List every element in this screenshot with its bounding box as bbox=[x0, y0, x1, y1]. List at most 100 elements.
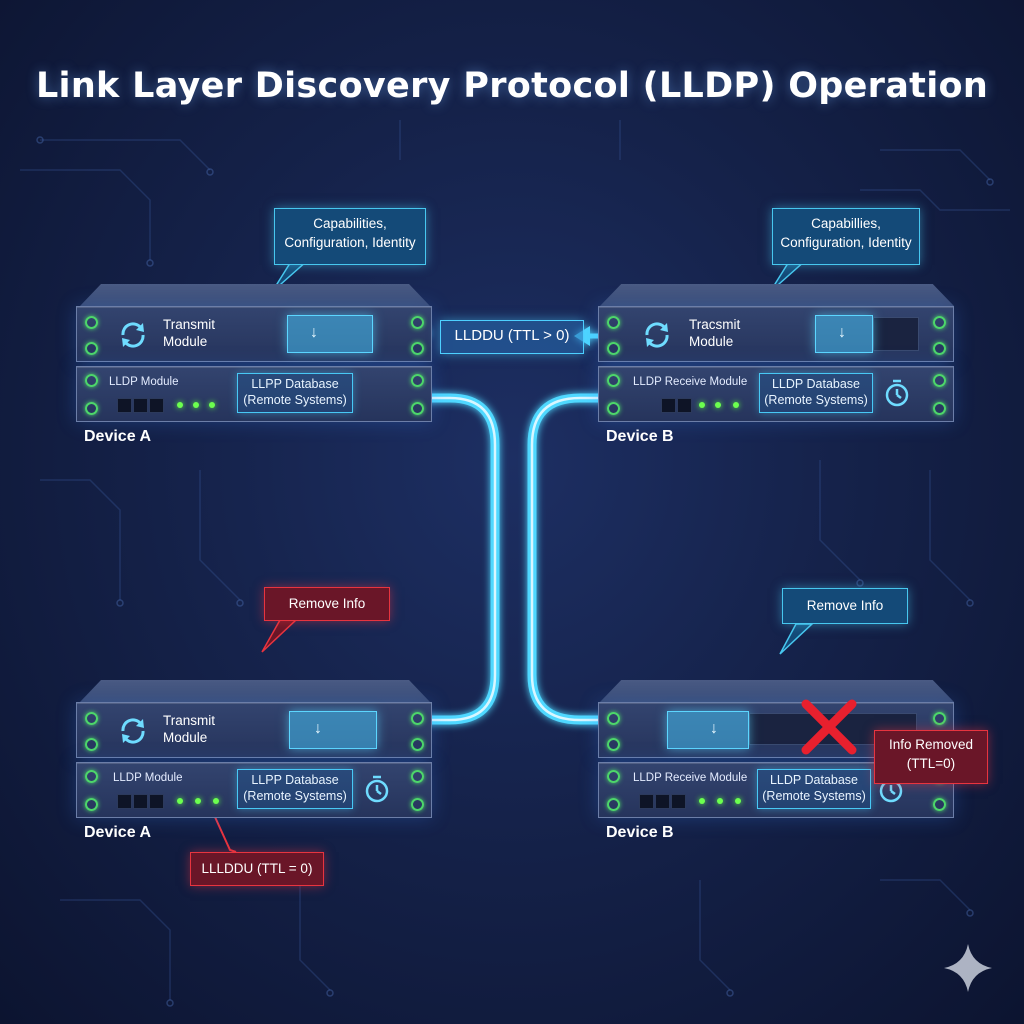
device-a-lldp-module-unit: LLDP Module LLPP Database (Remote System… bbox=[76, 366, 432, 422]
sparkle-icon bbox=[944, 944, 992, 992]
callout-line-1: Capabillies, bbox=[811, 216, 881, 231]
status-led bbox=[607, 712, 620, 725]
db-line: LLDP Database bbox=[771, 377, 861, 391]
lldpdu-packet: ↓ bbox=[289, 711, 377, 749]
port bbox=[655, 794, 670, 809]
link-led bbox=[733, 402, 739, 408]
device-b-bottom-chassis-lid bbox=[600, 680, 954, 702]
port bbox=[117, 794, 132, 809]
port bbox=[149, 794, 164, 809]
cable-right bbox=[527, 393, 653, 725]
cable-left bbox=[365, 393, 500, 725]
circuit-nodes bbox=[36, 136, 994, 1007]
device-b-top-chassis-lid bbox=[600, 284, 954, 306]
link-led bbox=[717, 798, 723, 804]
ttl-zero-callout: LLLDDU (TTL = 0) bbox=[190, 852, 324, 886]
label-line: Module bbox=[689, 334, 734, 349]
capabilities-callout-b: Capabillies, Configuration, Identity bbox=[772, 208, 920, 265]
down-arrow-icon: ↓ bbox=[310, 324, 318, 341]
link-led bbox=[193, 402, 199, 408]
capabilities-callout-a: Capabilities, Configuration, Identity bbox=[274, 208, 426, 265]
remove-info-callout-a: Remove Info bbox=[264, 587, 390, 621]
device-b-receive-module-unit: LLDP Receive Module LLDP Database (Remot… bbox=[598, 366, 954, 422]
db-line: (Remote Systems) bbox=[762, 789, 866, 803]
down-arrow-icon: ↓ bbox=[710, 720, 718, 737]
transmit-module-label: Transmit Module bbox=[163, 712, 215, 746]
status-led bbox=[411, 402, 424, 415]
port bbox=[671, 794, 686, 809]
device-a-top-chassis-lid bbox=[80, 284, 430, 306]
status-led bbox=[933, 402, 946, 415]
status-led bbox=[933, 374, 946, 387]
callout-line-ttl bbox=[209, 805, 237, 853]
lldpdu-packet: ↓ bbox=[815, 315, 873, 353]
lldp-database-box: LLPP Database (Remote Systems) bbox=[237, 373, 353, 413]
lldpdu-packet: ↓ bbox=[667, 711, 749, 749]
db-line: (Remote Systems) bbox=[243, 393, 347, 407]
status-led bbox=[411, 770, 424, 783]
link-led bbox=[177, 798, 183, 804]
label-line: Transmit bbox=[163, 713, 216, 728]
label-line: Module bbox=[163, 730, 208, 745]
timer-icon bbox=[365, 775, 389, 803]
sync-icon bbox=[121, 322, 145, 348]
link-led bbox=[177, 402, 183, 408]
status-led bbox=[607, 316, 620, 329]
status-led bbox=[933, 342, 946, 355]
lldp-module-label: LLDP Module bbox=[113, 772, 183, 784]
port-slot bbox=[873, 317, 919, 351]
sync-icon bbox=[645, 322, 669, 348]
link-led bbox=[735, 798, 741, 804]
circuit-traces bbox=[20, 120, 1010, 1000]
device-a-bottom-chassis-lid bbox=[80, 680, 430, 702]
port bbox=[149, 398, 164, 413]
port bbox=[661, 398, 676, 413]
link-led bbox=[209, 402, 215, 408]
sync-icon bbox=[121, 718, 145, 744]
status-led bbox=[85, 770, 98, 783]
status-led bbox=[607, 342, 620, 355]
db-line: (Remote Systems) bbox=[243, 789, 347, 803]
lldp-receive-module-label: LLDP Receive Module bbox=[633, 772, 748, 784]
cable-inner bbox=[368, 396, 650, 722]
status-led bbox=[85, 316, 98, 329]
link-led bbox=[715, 402, 721, 408]
status-led bbox=[85, 342, 98, 355]
device-a-label: Device A bbox=[84, 428, 151, 445]
device-b-label-bottom: Device B bbox=[606, 824, 674, 841]
status-led bbox=[607, 798, 620, 811]
status-led bbox=[85, 712, 98, 725]
status-led bbox=[933, 712, 946, 725]
status-led bbox=[607, 402, 620, 415]
db-line: (Remote Systems) bbox=[764, 393, 868, 407]
status-led bbox=[85, 738, 98, 751]
port bbox=[677, 398, 692, 413]
transmit-module-label: Transmit Module bbox=[163, 316, 215, 350]
transmit-module-label: Tracsmit Module bbox=[689, 316, 740, 350]
status-led bbox=[85, 798, 98, 811]
status-led bbox=[933, 798, 946, 811]
link-led bbox=[195, 798, 201, 804]
lldp-receive-module-label: LLDP Receive Module bbox=[633, 376, 748, 388]
callout-tail-bl bbox=[261, 619, 298, 653]
link-led bbox=[213, 798, 219, 804]
device-a-label-bottom: Device A bbox=[84, 824, 151, 841]
port bbox=[117, 398, 132, 413]
status-led bbox=[411, 342, 424, 355]
down-arrow-icon: ↓ bbox=[838, 324, 846, 341]
label-line: Module bbox=[163, 334, 208, 349]
link-led bbox=[699, 402, 705, 408]
label-line: Tracsmit bbox=[689, 317, 741, 332]
device-b-label: Device B bbox=[606, 428, 674, 445]
lldp-database-box: LLDP Database (Remote Systems) bbox=[757, 769, 871, 809]
status-led bbox=[411, 316, 424, 329]
status-led bbox=[411, 738, 424, 751]
callout-line-2: Configuration, Identity bbox=[780, 235, 912, 250]
label-line: Transmit bbox=[163, 317, 216, 332]
lldp-database-box: LLDP Database (Remote Systems) bbox=[759, 373, 873, 413]
lldp-database-box: LLPP Database (Remote Systems) bbox=[237, 769, 353, 809]
status-led bbox=[411, 798, 424, 811]
status-led bbox=[411, 712, 424, 725]
status-led bbox=[607, 374, 620, 387]
